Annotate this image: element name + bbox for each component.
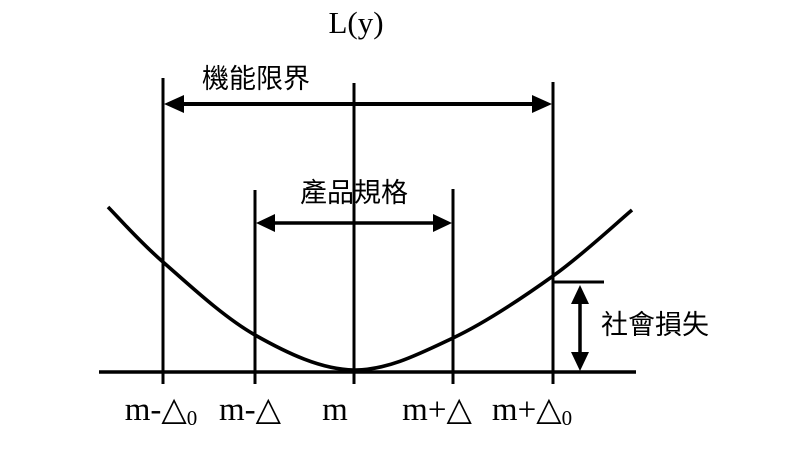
delta-glyph: △ <box>536 389 562 428</box>
delta-glyph: △ <box>255 389 282 428</box>
axis-label-text: m+ <box>491 392 537 428</box>
axis-label-m-minus-delta: m-△ <box>219 389 281 431</box>
axis-label-m-plus-delta0: m+△0 <box>492 389 572 431</box>
function-title: L(y) <box>328 5 384 40</box>
subscript-text: 0 <box>186 406 198 430</box>
arrowhead-up-icon <box>571 285 589 304</box>
axis-label-text: m- <box>218 392 256 428</box>
axis-label-text: m- <box>124 392 162 428</box>
axis-label-m-plus-delta: m+△ <box>402 389 472 431</box>
subscript-text: 0 <box>561 406 573 430</box>
social-loss-label: 社會損失 <box>601 310 709 340</box>
arrowhead-right-icon <box>532 95 552 113</box>
arrowhead-left-icon <box>164 95 184 113</box>
delta-glyph: △ <box>161 389 187 428</box>
social-loss-arrow <box>553 280 604 371</box>
axis-label-text: m+ <box>402 392 447 428</box>
arrowhead-left-icon <box>256 214 275 232</box>
arrowhead-right-icon <box>433 214 452 232</box>
arrowhead-down-icon <box>571 352 589 371</box>
delta-glyph: △ <box>446 389 472 428</box>
product-spec-arrow <box>256 214 452 232</box>
functional-limits-arrow <box>164 95 552 113</box>
axis-label-m: m <box>322 389 348 431</box>
loss-curve <box>106 205 634 372</box>
axis-label-m-minus-delta0: m-△0 <box>125 389 198 431</box>
axis-label-text: m <box>322 392 348 428</box>
functional-limits-label: 機能限界 <box>202 64 310 94</box>
product-spec-label: 產品規格 <box>300 178 408 208</box>
